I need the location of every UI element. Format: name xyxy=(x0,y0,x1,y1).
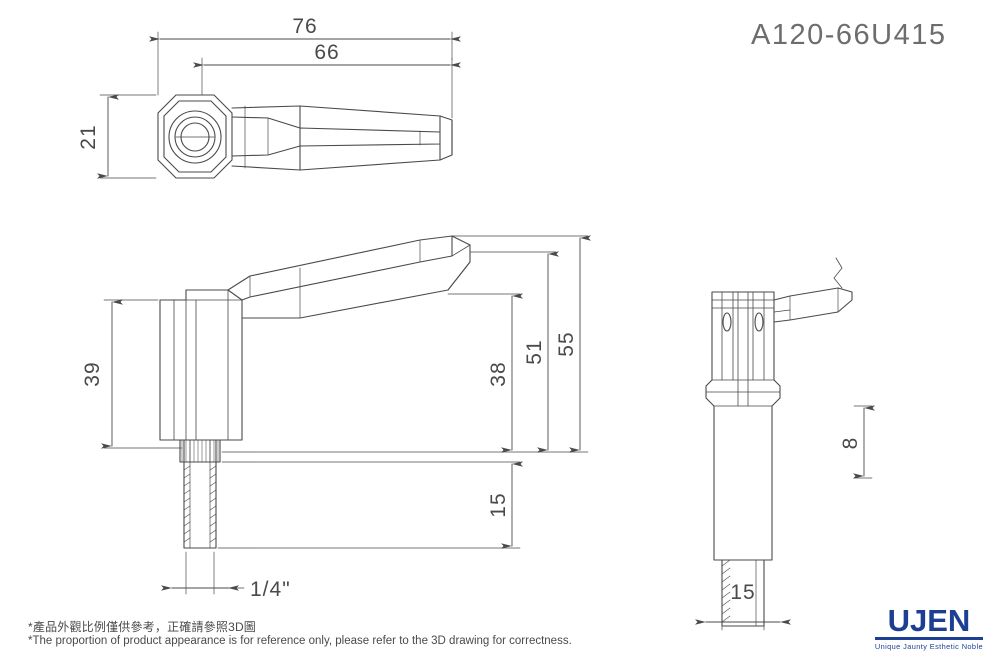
dimension-39 xyxy=(101,299,183,449)
dimension-51 xyxy=(469,251,559,453)
dimension-15-thread xyxy=(217,461,523,549)
note-english: *The proportion of product appearance is… xyxy=(28,635,572,647)
dimension-label-15-section: 15 xyxy=(730,581,755,604)
dimension-label-8: 8 xyxy=(839,437,862,450)
dimension-label-38: 38 xyxy=(487,361,510,386)
dimension-55 xyxy=(221,235,591,453)
dimension-thread-size xyxy=(161,551,245,595)
dimension-66 xyxy=(193,57,461,96)
brand-tagline: Unique Jaunty Esthetic Noble xyxy=(874,642,983,651)
dimension-label-39: 39 xyxy=(81,361,104,386)
dimension-label-76: 76 xyxy=(292,15,317,38)
dimension-label-55: 55 xyxy=(555,331,578,356)
top-view-geometry xyxy=(157,94,453,179)
brand-logo: UJEN Unique Jaunty Esthetic Noble xyxy=(874,603,983,651)
dimension-8 xyxy=(853,405,875,479)
section-view-geometry xyxy=(705,257,853,627)
dimension-label-thread-size: 1/4" xyxy=(250,578,291,601)
dimension-21 xyxy=(97,94,157,179)
dimension-15-section xyxy=(695,611,791,631)
part-number-label: A120-66U415 xyxy=(751,19,946,51)
dimension-38 xyxy=(447,293,523,453)
note-chinese: *產品外觀比例僅供參考，正確請參照3D圖 xyxy=(28,620,257,634)
dimension-76 xyxy=(149,31,461,119)
brand-underline xyxy=(874,637,983,640)
dimension-label-15-thread: 15 xyxy=(487,492,510,517)
dimension-label-51: 51 xyxy=(523,339,546,364)
dimension-label-66: 66 xyxy=(314,41,339,64)
dimension-label-21: 21 xyxy=(77,124,100,149)
front-view-geometry xyxy=(159,235,471,549)
brand-name: UJEN xyxy=(887,603,971,638)
